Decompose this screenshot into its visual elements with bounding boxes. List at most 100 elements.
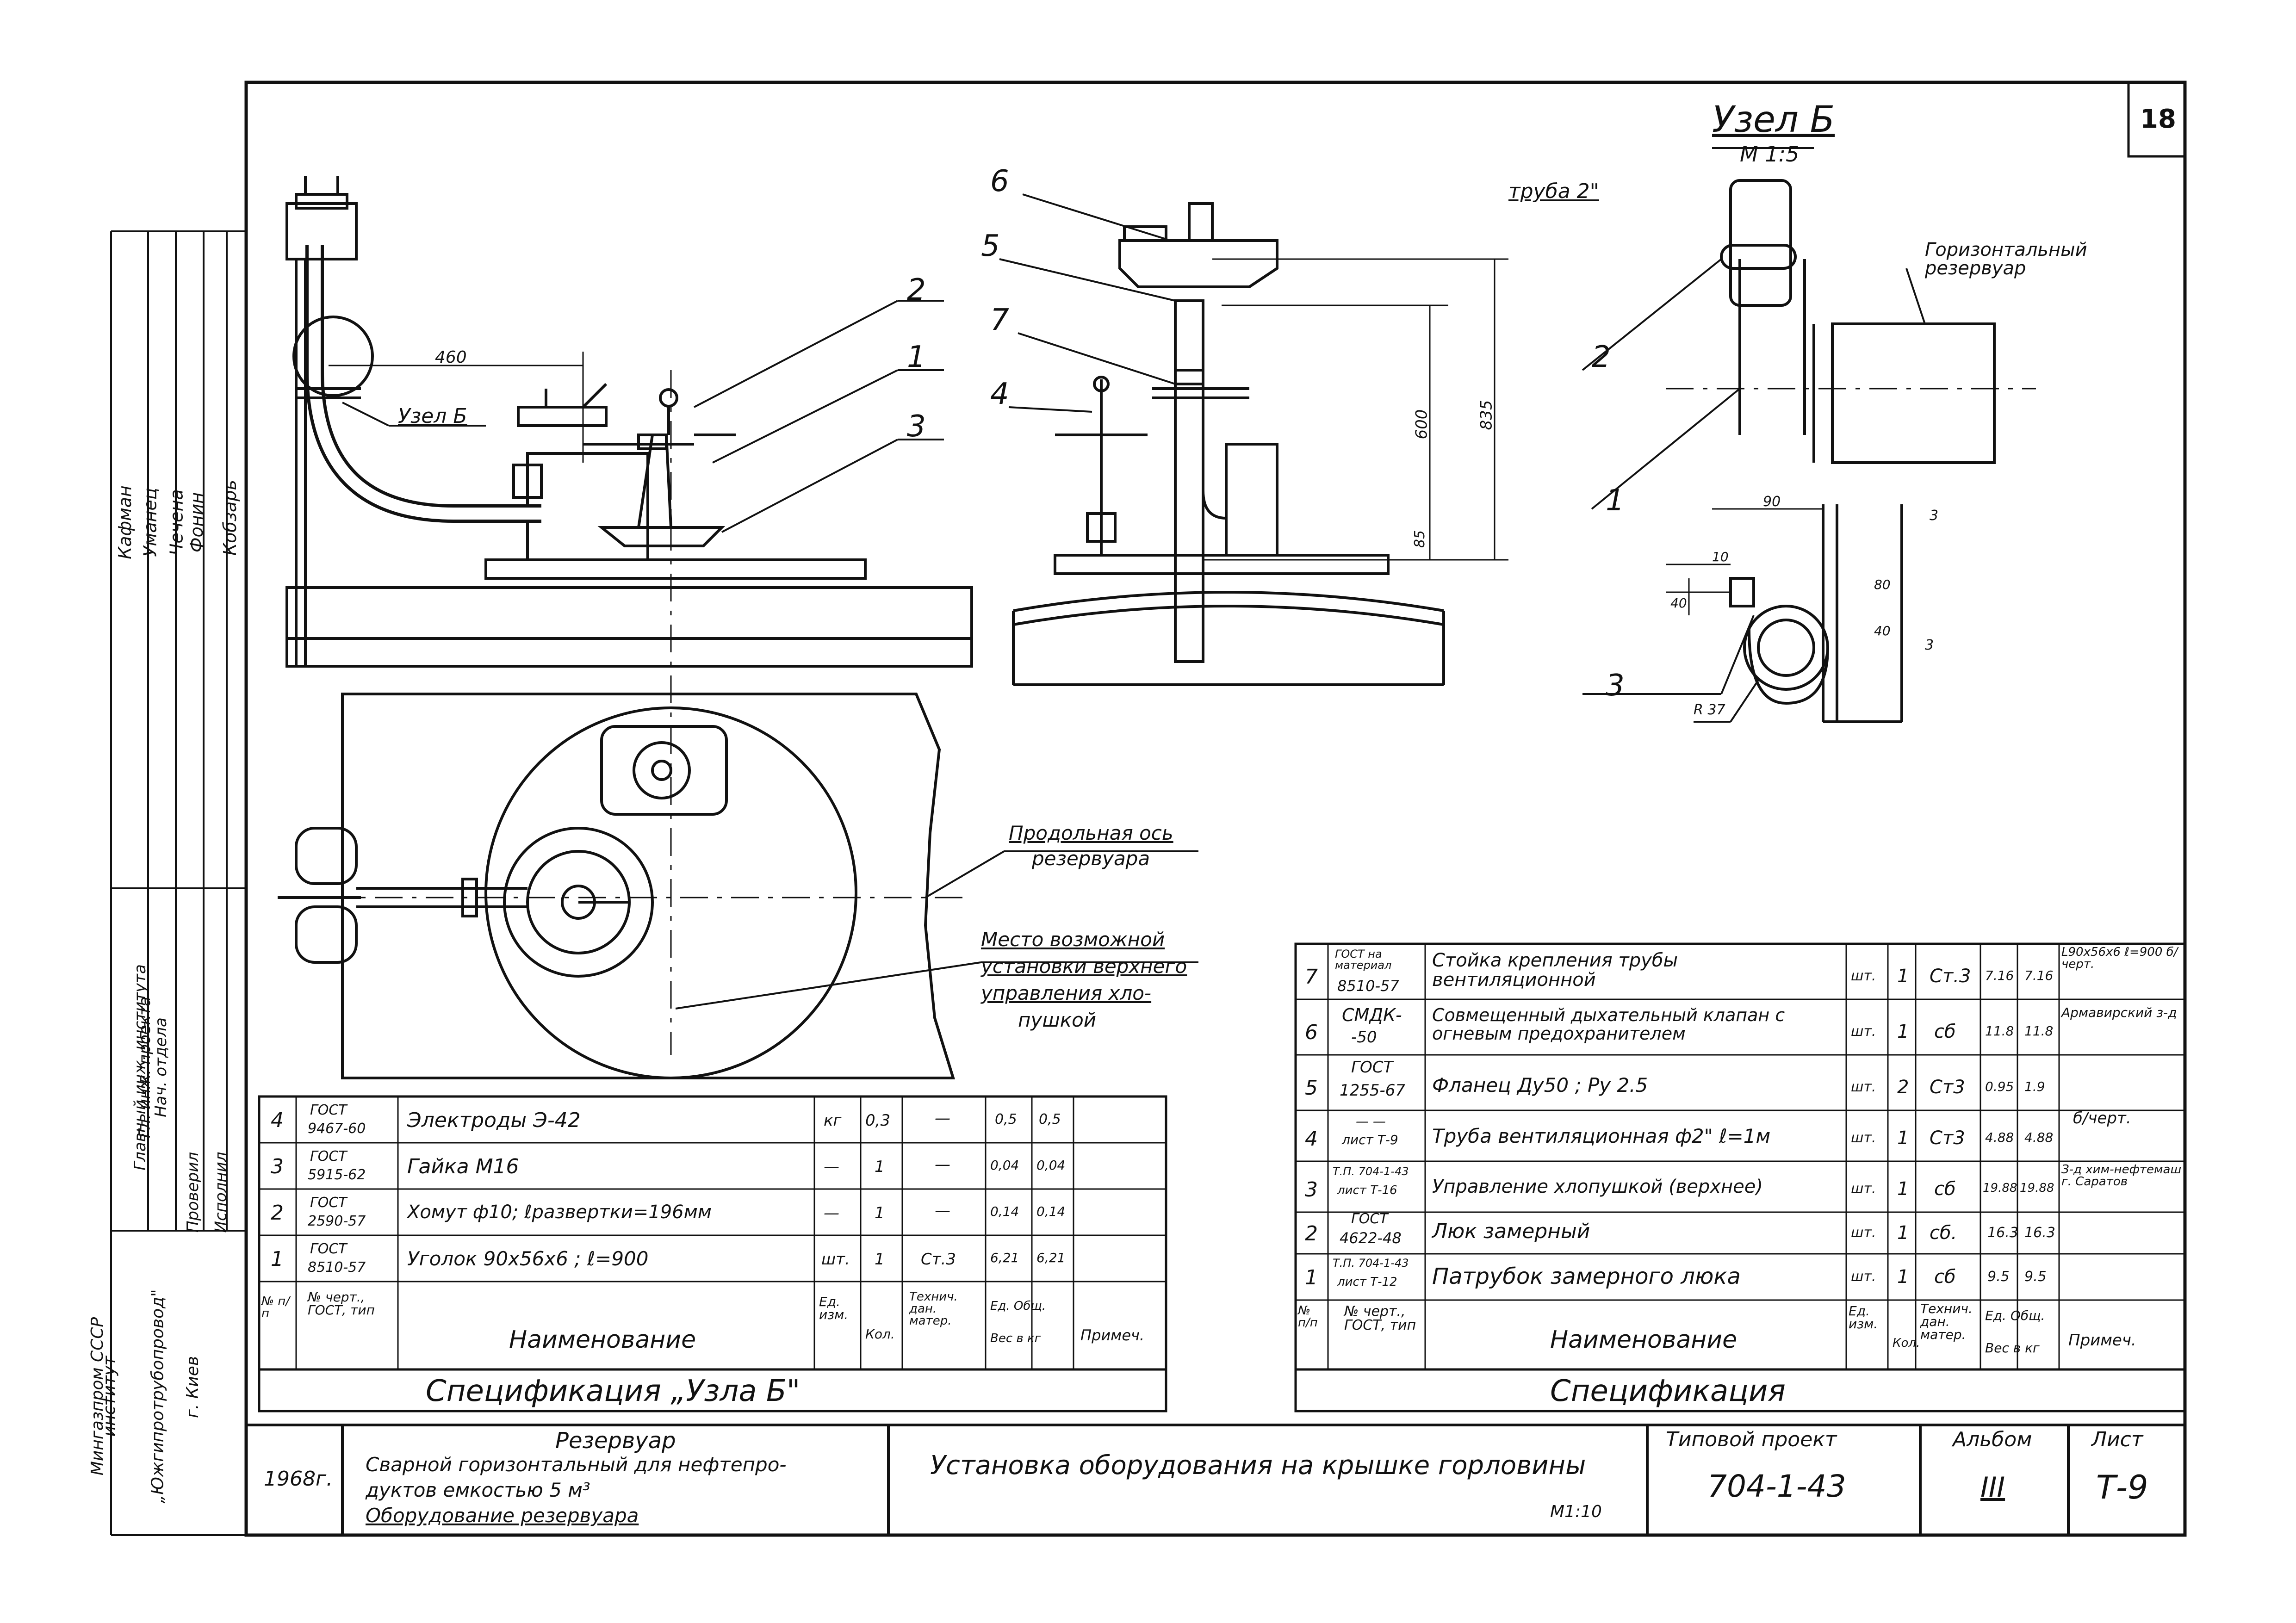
spec-row-6-mat: сб bbox=[1934, 1021, 1956, 1042]
stamp-name-3: Чечена bbox=[166, 489, 187, 556]
detail-b-dim-40: 40 bbox=[1670, 595, 1687, 611]
spec-row-1-mat: сб bbox=[1934, 1266, 1956, 1288]
plan-place-label-3: управления хло- bbox=[981, 982, 1152, 1004]
plan-place-label-1: Место возможной bbox=[981, 928, 1165, 951]
drawing-title: Установка оборудования на крышке горлови… bbox=[930, 1450, 1586, 1481]
detail-b-pos-2: 2 bbox=[1592, 340, 1611, 374]
spec-row-1-name: Патрубок замерного люка bbox=[1432, 1264, 1741, 1289]
detail-b-pos-1: 1 bbox=[1606, 483, 1625, 518]
spec-b-row-4-w1: 0,5 bbox=[995, 1111, 1017, 1127]
spec-b-row-3-w2: 0,04 bbox=[1036, 1158, 1066, 1173]
spec-row-5-mat: Ст3 bbox=[1930, 1077, 1965, 1098]
mid-dim-85: 85 bbox=[1412, 530, 1428, 548]
spec-b-row-2-qty: 1 bbox=[875, 1204, 885, 1222]
spec-row-5-gost1: ГОСТ bbox=[1351, 1058, 1393, 1077]
spec-b-row-3-gost2: 5915-62 bbox=[308, 1167, 366, 1183]
detail-b-dim-80: 80 bbox=[1874, 577, 1891, 592]
album-label: Альбом bbox=[1953, 1428, 2032, 1451]
spec-b-row-2-mat: — bbox=[935, 1202, 950, 1220]
spec-b-row-2-name: Хомут ф10; ℓразвертки=196мм bbox=[407, 1202, 712, 1223]
spec-b-header-w2: Вес в кг bbox=[990, 1332, 1041, 1345]
spec-row-7-name: Стойка крепления трубы вентиляционной bbox=[1432, 950, 1678, 991]
mid-pos-5: 5 bbox=[981, 229, 1000, 263]
spec-b-row-2-gost1: ГОСТ bbox=[310, 1195, 347, 1211]
spec-b-header-w: Ед. Общ. bbox=[990, 1299, 1046, 1313]
detail-b-dim-3a: 3 bbox=[1930, 508, 1939, 524]
spec-b-row-4-n: 4 bbox=[271, 1109, 284, 1132]
stamp-role-5: Исполнил bbox=[211, 1152, 230, 1233]
middle-elevation bbox=[999, 193, 1508, 686]
album-number: III bbox=[1980, 1471, 2005, 1504]
spec-row-4-unit: шт. bbox=[1851, 1130, 1876, 1146]
mid-dim-600: 600 bbox=[1412, 409, 1431, 440]
spec-b-header-qty: Кол. bbox=[865, 1326, 895, 1342]
spec-b-row-3-w1: 0,04 bbox=[990, 1158, 1019, 1173]
spec-row-4-note: б/черт. bbox=[2073, 1109, 2131, 1127]
detail-b-pos-3: 3 bbox=[1606, 669, 1625, 703]
spec-header-w2: Вес в кг bbox=[1985, 1340, 2040, 1356]
spec-row-7-note: L90х56х6 ℓ=900 б/черт. bbox=[2061, 945, 2178, 971]
spec-b-row-4-mat: — bbox=[935, 1109, 950, 1127]
object-desc-3: Оборудование резервуара bbox=[366, 1504, 639, 1527]
stamp-role-2: Гл. инж. проекта bbox=[135, 997, 154, 1138]
spec-b-row-4-w2: 0,5 bbox=[1039, 1111, 1061, 1127]
spec-row-7-w2: 7.16 bbox=[2024, 968, 2054, 983]
left-pos-2: 2 bbox=[907, 273, 926, 307]
stamp-name-4: Фонин bbox=[186, 492, 207, 553]
spec-b-row-2-unit: — bbox=[824, 1204, 839, 1222]
plan-place-label-4: пушкой bbox=[1018, 1009, 1097, 1031]
spec-header-unit: Ед. изм. bbox=[1849, 1303, 1878, 1332]
spec-row-2-w2: 16.3 bbox=[2024, 1225, 2055, 1241]
spec-main-title: Спецификация bbox=[1550, 1374, 1786, 1408]
spec-row-4-w1: 4.88 bbox=[1985, 1130, 2014, 1145]
stamp-role-4: Проверил bbox=[184, 1152, 203, 1233]
detail-b-view bbox=[1582, 147, 2036, 723]
detail-b-dim-90: 90 bbox=[1763, 494, 1781, 510]
spec-row-6-name: Совмещенный дыхательный клапан с огневым… bbox=[1432, 1005, 1785, 1044]
mid-pos-7: 7 bbox=[990, 303, 1009, 337]
spec-row-6-gost2: -50 bbox=[1351, 1028, 1377, 1047]
stamp-role-3: Нач. отдела bbox=[151, 1017, 170, 1117]
spec-b-row-1-w1: 6,21 bbox=[990, 1250, 1019, 1265]
plan-axis-label-1: Продольная ось bbox=[1009, 822, 1173, 844]
spec-row-5-w2: 1.9 bbox=[2024, 1079, 2045, 1094]
detail-b-dim-40b: 40 bbox=[1874, 623, 1891, 638]
org-line-3: „Южгипротрубопровод" bbox=[148, 1289, 168, 1504]
spec-b-row-1-gost2: 8510-57 bbox=[308, 1259, 366, 1276]
left-elevation bbox=[285, 176, 973, 1055]
spec-row-1-unit: шт. bbox=[1851, 1269, 1876, 1285]
spec-header-name: Наименование bbox=[1550, 1326, 1738, 1354]
spec-row-7-n: 7 bbox=[1305, 965, 1318, 989]
spec-row-7-w1: 7.16 bbox=[1985, 968, 2014, 983]
spec-row-3-qty: 1 bbox=[1897, 1178, 1909, 1200]
spec-b-row-3-unit: — bbox=[824, 1158, 839, 1176]
spec-row-6-n: 6 bbox=[1305, 1021, 1318, 1044]
spec-row-2-gost1: ГОСТ bbox=[1351, 1211, 1388, 1227]
detail-b-scale: М 1:5 bbox=[1740, 142, 1800, 167]
project-label: Типовой проект bbox=[1666, 1428, 1837, 1451]
spec-row-4-gost2: лист Т-9 bbox=[1342, 1132, 1398, 1147]
project-number: 704-1-43 bbox=[1707, 1468, 1846, 1504]
spec-row-5-qty: 2 bbox=[1897, 1077, 1909, 1098]
spec-b-row-4-gost1: ГОСТ bbox=[310, 1102, 347, 1118]
title-block-grid bbox=[246, 1424, 2185, 1535]
spec-row-3-n: 3 bbox=[1305, 1178, 1318, 1202]
spec-row-6-qty: 1 bbox=[1897, 1021, 1909, 1042]
spec-row-3-w1: 19.88 bbox=[1983, 1181, 2017, 1195]
spec-b-row-1-w2: 6,21 bbox=[1036, 1250, 1066, 1265]
spec-b-row-4-unit: кг bbox=[824, 1111, 842, 1130]
sheet-code: Т-9 bbox=[2096, 1468, 2148, 1506]
spec-row-6-w1: 11.8 bbox=[1985, 1023, 2014, 1039]
stamp-name-5: Кобзарь bbox=[219, 480, 240, 556]
spec-row-3-w2: 19.88 bbox=[2020, 1181, 2054, 1195]
title-year: 1968г. bbox=[264, 1467, 333, 1491]
spec-header-note: Примеч. bbox=[2068, 1331, 2136, 1350]
spec-row-2-w1: 16.3 bbox=[1987, 1225, 2018, 1241]
detail-b-tank-label: Горизонтальный резервуар bbox=[1925, 239, 2087, 279]
stamp-name-1: Кафман bbox=[114, 485, 135, 559]
spec-b-row-1-gost1: ГОСТ bbox=[310, 1241, 347, 1257]
spec-row-7-gost1: ГОСТ на материал bbox=[1335, 948, 1392, 972]
spec-b-row-2-w1: 0,14 bbox=[990, 1204, 1019, 1219]
left-pos-3: 3 bbox=[907, 409, 926, 444]
